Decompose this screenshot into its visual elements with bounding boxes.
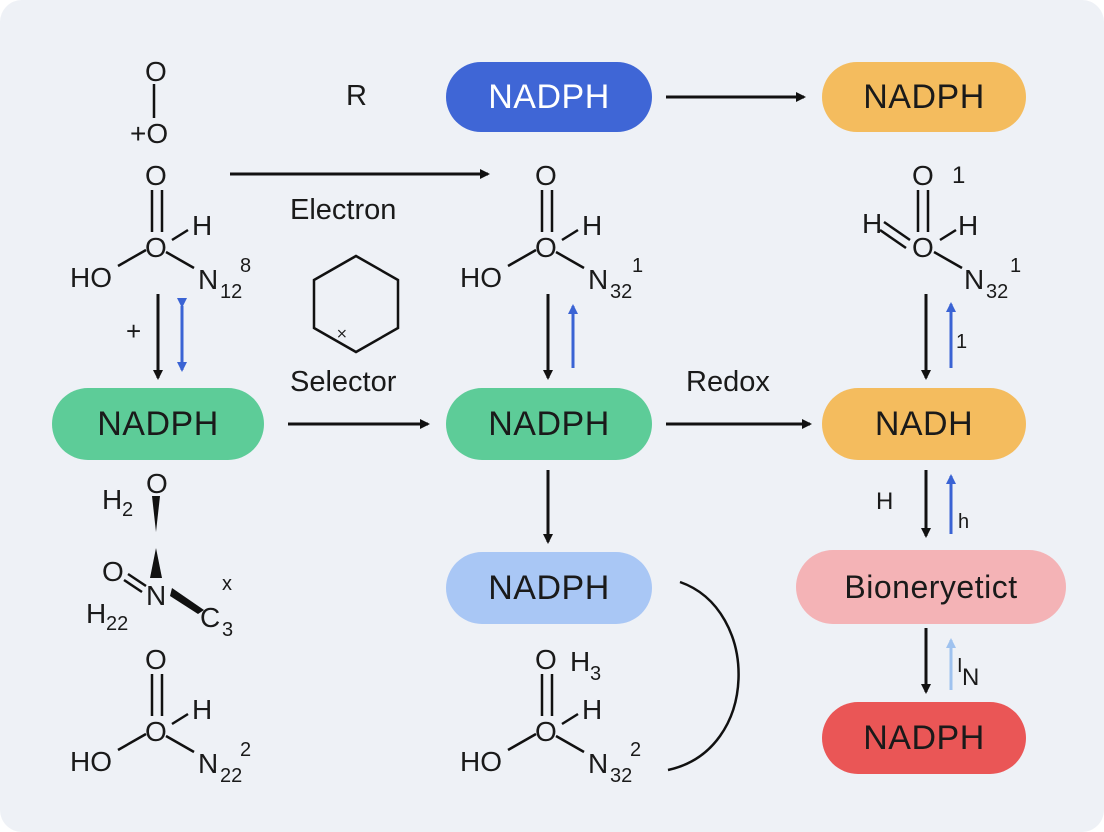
m3-ho: HO <box>460 262 502 293</box>
m4-sup: 1 <box>1010 255 1022 277</box>
m5-o-left: O <box>102 556 124 587</box>
m5-n: N <box>146 580 167 611</box>
label-electron: Electron <box>290 194 397 226</box>
m6-sup: 2 <box>240 739 252 761</box>
m6-o-top: O <box>145 644 167 675</box>
node-top-blue: NADPH <box>446 62 652 132</box>
m5-h22-sub: 22 <box>106 613 129 635</box>
label-x: x <box>222 573 232 595</box>
m6-ho: HO <box>70 746 112 777</box>
node-center-green: NADPH <box>446 388 652 460</box>
m4-o-top: O <box>912 160 934 191</box>
m7-n: N <box>588 748 609 779</box>
node-right-orange: NADH <box>822 388 1026 460</box>
m3-h: H <box>582 210 603 241</box>
m5-h22: H <box>86 598 107 629</box>
m7-h: H <box>582 694 603 725</box>
m7-h3-sub: 3 <box>590 663 602 685</box>
m7-o-top: O <box>535 644 557 675</box>
m3-n: N <box>588 264 609 295</box>
m2-h: H <box>192 210 213 241</box>
m3-o-mid: O <box>535 232 557 263</box>
m5-c: C <box>200 602 221 633</box>
m6-sub: 22 <box>220 765 243 787</box>
m3-o-top: O <box>535 160 557 191</box>
molecule-6-bonds <box>117 674 195 754</box>
m5-h2-sub: 2 <box>122 499 134 521</box>
label-selector: Selector <box>290 366 397 398</box>
m3-sub: 32 <box>610 281 633 303</box>
m4-sub: 32 <box>986 281 1009 303</box>
node-left-green: NADPH <box>52 388 264 460</box>
m4-n: N <box>964 264 985 295</box>
molecule-5-bonds <box>123 496 204 614</box>
m6-o-mid: O <box>145 716 167 747</box>
m2-ho: HO <box>70 262 112 293</box>
m2-o-mid: O <box>145 232 167 263</box>
m4-one: 1 <box>952 162 966 189</box>
node-center-light-blue: NADPH <box>446 552 652 624</box>
label-h-right: H <box>876 488 894 515</box>
m5-c-sub: 3 <box>222 619 234 641</box>
curve-connector <box>667 580 740 772</box>
m2-n: N <box>198 264 219 295</box>
m1-plus-o: +O <box>130 118 169 149</box>
molecule-4-bonds <box>879 190 963 270</box>
molecule-7-bonds <box>507 674 585 754</box>
molecule-2-bonds <box>117 190 195 270</box>
m7-sup: 2 <box>630 739 642 761</box>
m3-sup: 1 <box>632 255 644 277</box>
m6-n: N <box>198 748 219 779</box>
label-plus: + <box>126 316 142 346</box>
node-top-orange: NADPH <box>822 62 1026 132</box>
m6-h: H <box>192 694 213 725</box>
m4-o-mid: O <box>912 232 934 263</box>
hexagon-mark: ⨯ <box>336 325 348 341</box>
m4-h-left: H <box>862 208 883 239</box>
m5-h2: H <box>102 484 123 515</box>
label-r: R <box>346 80 367 112</box>
node-bottom-red: NADPH <box>822 702 1026 774</box>
label-h-small: h <box>958 511 970 533</box>
m1-o-top: O <box>145 56 167 87</box>
m2-o-top: O <box>145 160 167 191</box>
m7-o-mid: O <box>535 716 557 747</box>
molecule-3-bonds <box>507 190 585 270</box>
m7-sub: 32 <box>610 765 633 787</box>
hexagon-ring <box>312 254 400 354</box>
node-bioenergetic: Bioneryetict <box>796 550 1066 624</box>
m7-h3: H <box>570 646 591 677</box>
label-i: I <box>957 655 963 677</box>
m4-h: H <box>958 210 979 241</box>
m2-sub: 12 <box>220 281 243 303</box>
label-n: N <box>962 664 980 691</box>
m7-ho: HO <box>460 746 502 777</box>
m2-sup: 8 <box>240 255 252 277</box>
m5-o-top: O <box>146 468 168 499</box>
label-one-arrow: 1 <box>956 331 968 353</box>
label-redox: Redox <box>686 366 770 398</box>
